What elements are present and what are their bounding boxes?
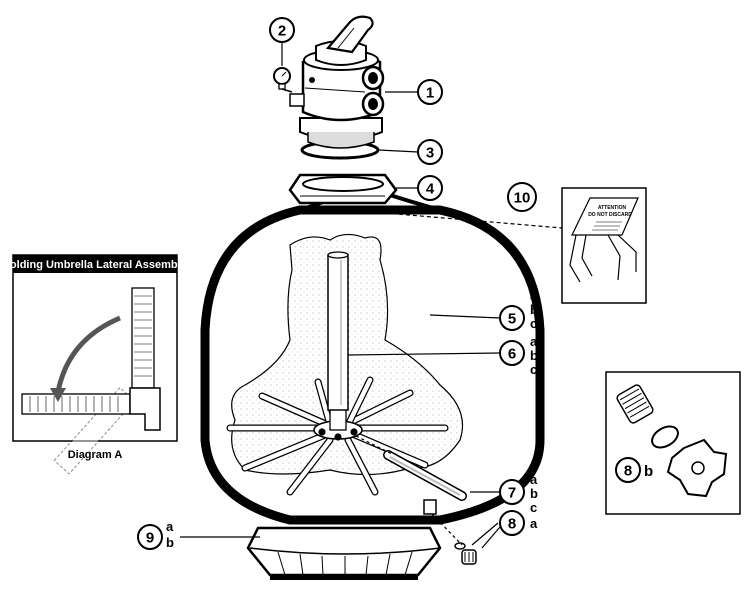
filter-base: [246, 526, 442, 580]
standpipe: [327, 251, 349, 411]
svg-text:a: a: [530, 472, 538, 487]
callout-8a: 8 a: [499, 510, 538, 536]
svg-text:Folding Umbrella Lateral Assem: Folding Umbrella Lateral Assembly: [3, 259, 187, 271]
svg-text:7: 7: [508, 485, 516, 502]
svg-text:8: 8: [508, 516, 516, 533]
callout-4: 4: [417, 175, 443, 201]
svg-text:b: b: [644, 463, 653, 480]
svg-text:9: 9: [146, 530, 154, 547]
svg-text:1: 1: [426, 85, 434, 102]
svg-text:3: 3: [426, 145, 434, 162]
leader-lines: [180, 42, 563, 549]
svg-text:c: c: [530, 500, 537, 515]
callout-1: 1: [417, 79, 443, 105]
svg-text:4: 4: [426, 181, 435, 198]
svg-text:b: b: [530, 348, 538, 363]
callout-9: 9 a b: [137, 519, 174, 550]
pressure-gauge: [273, 67, 293, 93]
svg-text:a: a: [530, 334, 538, 349]
svg-text:a: a: [530, 288, 538, 303]
closure-ring: [288, 173, 398, 205]
warning-sign-inset: ATTENTION DO NOT DISCARD: [561, 187, 647, 304]
svg-text:ATTENTION: ATTENTION: [598, 205, 627, 211]
svg-text:c: c: [530, 362, 537, 377]
svg-text:8: 8: [624, 463, 632, 480]
callout-6: 6 a b c: [499, 334, 538, 377]
svg-text:Diagram A: Diagram A: [68, 449, 123, 461]
svg-text:a: a: [166, 519, 174, 534]
callout-3: 3: [417, 139, 443, 165]
svg-text:10: 10: [514, 190, 531, 207]
lateral-assembly: [226, 376, 449, 496]
svg-text:b: b: [530, 486, 538, 501]
svg-text:a: a: [530, 516, 538, 531]
drain-cap-inset: 8 b: [605, 371, 741, 515]
svg-text:5: 5: [508, 311, 516, 328]
drain-pipe: [383, 450, 467, 501]
svg-text:b: b: [530, 302, 538, 317]
callout-5: 5 a b c: [499, 288, 538, 331]
svg-text:c: c: [530, 316, 537, 331]
multiport-valve: [289, 15, 385, 149]
svg-text:6: 6: [508, 346, 516, 363]
svg-text:b: b: [166, 535, 174, 550]
diagram-a-inset: Folding Umbrella Lateral Assembly: [3, 254, 188, 475]
callout-10: 10: [507, 182, 537, 212]
callout-2: 2: [269, 17, 295, 43]
svg-text:2: 2: [278, 23, 286, 40]
svg-text:DO NOT DISCARD: DO NOT DISCARD: [588, 212, 632, 218]
drain-cap: [423, 499, 477, 565]
callout-7: 7 a b c: [499, 472, 538, 515]
